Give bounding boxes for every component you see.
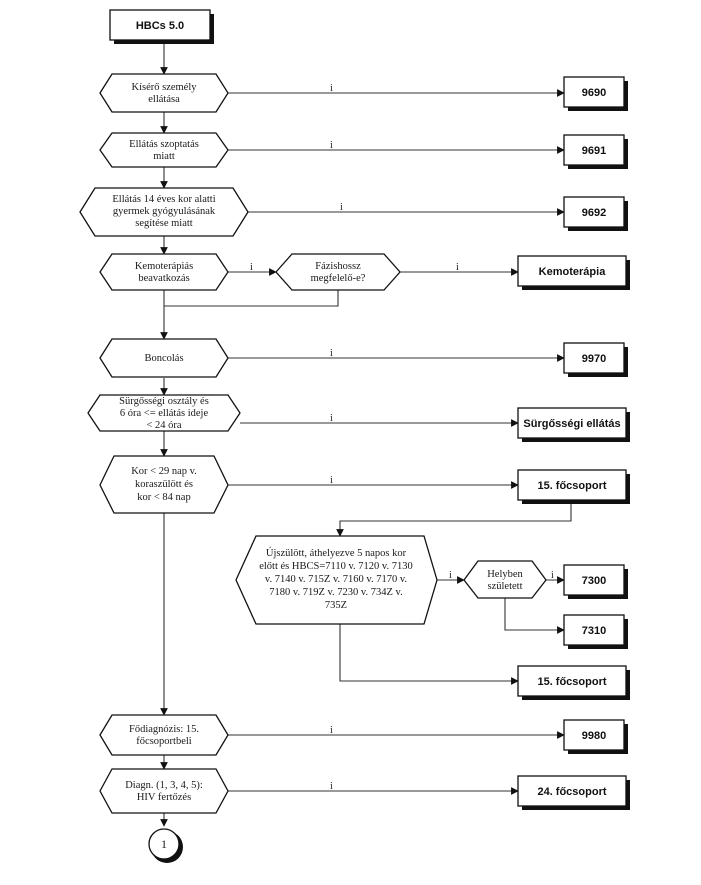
connector-label: 1 — [161, 837, 167, 851]
yes-label: i — [250, 262, 253, 273]
connector-lines — [160, 42, 572, 827]
result-7300: 7300 — [563, 564, 628, 599]
result-15-focsoport: 15. főcsoport — [517, 469, 630, 504]
svg-text:Sürgősségi ellátás: Sürgősségi ellátás — [523, 418, 620, 430]
svg-text:9691: 9691 — [582, 145, 606, 157]
yes-label: i — [456, 262, 459, 273]
svg-text:9980: 9980 — [582, 730, 606, 742]
svg-text:Boncolás: Boncolás — [144, 353, 183, 364]
page-connector: 1 — [148, 828, 183, 863]
svg-text:15. főcsoport: 15. főcsoport — [537, 676, 606, 688]
decision-fodiagnozis: Fődiagnózis: 15.főcsoportbeli — [99, 714, 229, 756]
svg-text:24. főcsoport: 24. főcsoport — [537, 786, 606, 798]
svg-text:Fődiagnózis: 15.főcsoportbeli: Fődiagnózis: 15.főcsoportbeli — [129, 724, 199, 747]
yes-label: i — [330, 348, 333, 359]
result-9692: 9692 — [563, 196, 628, 231]
yes-label: i — [340, 202, 343, 213]
result-9691: 9691 — [563, 134, 628, 169]
result-9970: 9970 — [563, 342, 628, 377]
yes-label: i — [330, 140, 333, 151]
yes-labels: i i i i i i i i i i i i — [250, 83, 554, 792]
yes-label: i — [330, 725, 333, 736]
yes-label: i — [330, 413, 333, 424]
yes-label: i — [330, 83, 333, 94]
svg-text:9970: 9970 — [582, 353, 606, 365]
yes-label: i — [330, 475, 333, 486]
svg-text:15. főcsoport: 15. főcsoport — [537, 480, 606, 492]
svg-text:7300: 7300 — [582, 575, 606, 587]
svg-text:Diagn. (1, 3, 4, 5):HIV fertőz: Diagn. (1, 3, 4, 5):HIV fertőzés — [125, 780, 203, 803]
result-surgossegi-ellatas: Sürgősségi ellátás — [517, 407, 630, 442]
result-24-focsoport: 24. főcsoport — [517, 775, 630, 810]
svg-text:Kemoterápia: Kemoterápia — [539, 266, 607, 278]
svg-text:9690: 9690 — [582, 87, 606, 99]
svg-text:7310: 7310 — [582, 625, 606, 637]
yes-label: i — [449, 570, 452, 581]
result-9690: 9690 — [563, 76, 628, 111]
start-label: HBCs 5.0 — [136, 20, 184, 32]
yes-label: i — [551, 570, 554, 581]
svg-text:Sürgősségi osztály és6 óra <=: Sürgősségi osztály és6 óra <= ellátás id… — [119, 396, 209, 431]
result-9980: 9980 — [563, 719, 628, 754]
decision-boncolas: Boncolás — [99, 338, 229, 378]
start-box: HBCs 5.0 — [109, 9, 214, 44]
result-7310: 7310 — [563, 614, 628, 649]
result-kemoterapia: Kemoterápia — [517, 255, 630, 290]
result-15-focsoport-2: 15. főcsoport — [517, 665, 630, 700]
svg-text:9692: 9692 — [582, 207, 606, 219]
decision-hiv: Diagn. (1, 3, 4, 5):HIV fertőzés — [99, 768, 229, 814]
yes-label: i — [330, 781, 333, 792]
